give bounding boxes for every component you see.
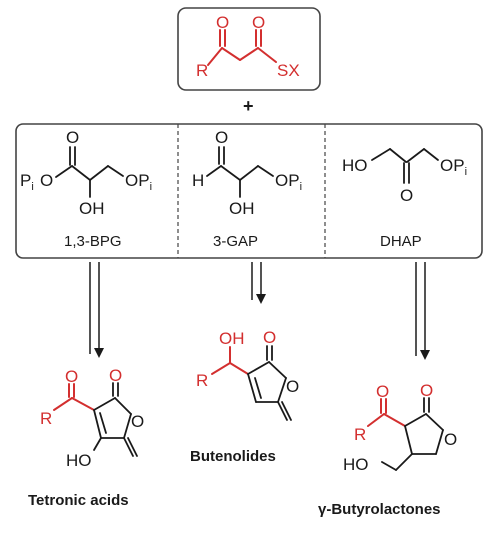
tetronic-o-acyl: O xyxy=(65,367,78,386)
bpg-oh: OH xyxy=(79,199,105,218)
product-tetronic-acid: O R O O HO Tetronic acids xyxy=(28,366,144,509)
butyrolactone-o-ring: O xyxy=(444,430,457,449)
dhap-opi: OPi xyxy=(440,156,467,178)
substrate-label-gap: 3-GAP xyxy=(213,233,258,250)
product-name-butenolides: Butenolides xyxy=(190,448,276,465)
butenolide-o-exo: O xyxy=(263,328,276,347)
tetronic-o-exo: O xyxy=(109,366,122,385)
dhap-ho: HO xyxy=(342,156,368,175)
butenolide-r: R xyxy=(196,371,208,390)
butyrolactone-r: R xyxy=(354,425,366,444)
bpg-o-ester: O xyxy=(40,171,53,190)
reagent-r-label: R xyxy=(196,61,208,80)
substrate-bpg: O Pi O OH OPi 1,3-BPG xyxy=(20,128,152,250)
reagent-structure xyxy=(207,29,277,66)
product-butenolide: OH R O O Butenolides xyxy=(190,328,299,465)
gap-oh: OH xyxy=(229,199,255,218)
dhap-o-mid: O xyxy=(400,186,413,205)
butyrolactone-o-acyl: O xyxy=(376,382,389,401)
reagent-o-right: O xyxy=(252,13,265,32)
substrate-label-dhap: DHAP xyxy=(380,233,422,250)
reagent-box xyxy=(177,7,321,91)
reagent-o-left: O xyxy=(216,13,229,32)
gap-h: H xyxy=(192,171,204,190)
substrate-panel xyxy=(15,123,483,259)
arrow-to-tetronic xyxy=(89,262,104,358)
butyrolactone-ho: HO xyxy=(343,455,369,474)
gap-o-top: O xyxy=(215,128,228,147)
plus-sign: + xyxy=(243,96,254,116)
substrate-gap: O H OH OPi 3-GAP xyxy=(192,128,302,250)
top-reagent: R O O SX xyxy=(177,7,321,91)
bpg-opi: OPi xyxy=(125,171,152,193)
gap-opi: OPi xyxy=(275,171,302,193)
substrate-box xyxy=(15,123,483,259)
product-name-tetronic-acids: Tetronic acids xyxy=(28,492,129,509)
bpg-o-top: O xyxy=(66,128,79,147)
butenolide-o-ring: O xyxy=(286,377,299,396)
tetronic-o-ring: O xyxy=(131,412,144,431)
tetronic-ho: HO xyxy=(66,451,92,470)
arrow-to-butyrolactone xyxy=(415,262,430,360)
substrate-label-bpg: 1,3-BPG xyxy=(64,233,122,250)
arrow-to-butenolide xyxy=(251,262,266,304)
butyrolactone-o-exo: O xyxy=(420,381,433,400)
substrate-dhap: HO O OPi DHAP xyxy=(342,148,467,250)
product-butyrolactone: O R O O HO γ-Butyrolactones xyxy=(318,381,457,518)
product-name-butyrolactones: γ-Butyrolactones xyxy=(318,501,441,518)
bpg-pi-left: Pi xyxy=(20,171,34,193)
reagent-sx-label: SX xyxy=(277,61,300,80)
tetronic-r: R xyxy=(40,409,52,428)
butenolide-oh: OH xyxy=(219,329,245,348)
